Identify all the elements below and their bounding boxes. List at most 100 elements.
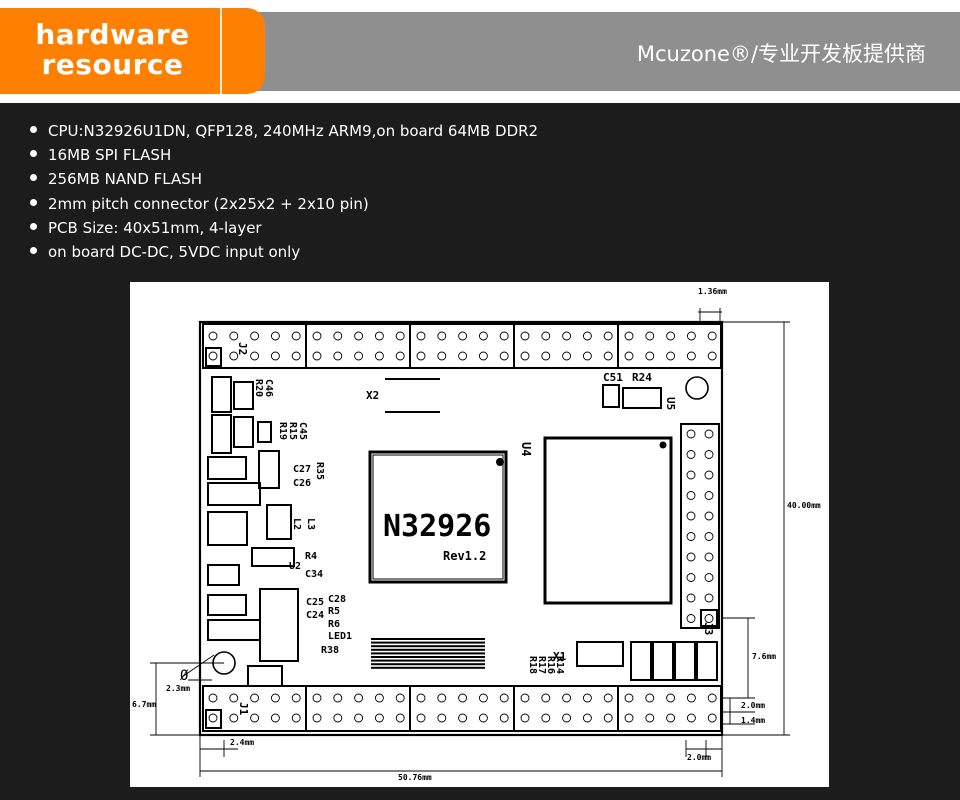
label-u5: U5: [664, 397, 677, 410]
header-pin: [291, 713, 301, 723]
mounting-hole-top: [685, 376, 709, 400]
dim-5076: 50.76mm: [398, 773, 432, 782]
nand-stripe: [371, 666, 485, 669]
header-pin: [686, 693, 696, 703]
resistor-array: [630, 641, 718, 681]
chip-pin1-dot: [496, 458, 504, 466]
header-pin: [645, 331, 655, 341]
spec-item: CPU:N32926U1DN, QFP128, 240MHz ARM9,on b…: [30, 119, 538, 143]
spec-item: 256MB NAND FLASH: [30, 167, 538, 191]
header-pin: [582, 713, 592, 723]
header-pin: [250, 693, 260, 703]
label-r17: R17: [536, 656, 547, 674]
header-pin: [208, 351, 218, 361]
label-led1: LED1: [328, 631, 352, 642]
bullet-icon: [30, 222, 37, 230]
dimension-labels: 1.36mm 40.00mm 7.6mm 2.0mm 1.4mm 2.0mm 2…: [132, 287, 821, 782]
label-r20: R20: [253, 379, 264, 397]
header-pin: [291, 331, 301, 341]
header-pin: [603, 713, 613, 723]
header-pin: [562, 713, 572, 723]
header-pin: [707, 713, 717, 723]
label-r16: R16: [545, 656, 556, 674]
dim-20b: 2.0mm: [687, 753, 711, 762]
j3-pin1-square: [700, 609, 718, 627]
label-r4: R4: [305, 551, 317, 562]
nand-stripe: [371, 648, 485, 651]
label-r24: R24: [632, 371, 652, 384]
c51-component: [602, 384, 620, 408]
spec-list: CPU:N32926U1DN, QFP128, 240MHz ARM9,on b…: [30, 119, 538, 264]
header-pin: [229, 693, 239, 703]
header-pin: [333, 351, 343, 361]
nand-stripe: [371, 641, 485, 644]
header-pin: [520, 713, 530, 723]
connector-pin-rows: [205, 324, 717, 731]
j3-pin: [704, 532, 714, 541]
dim-136: 1.36mm: [698, 287, 727, 296]
header-pin: [333, 693, 343, 703]
header-pin: [666, 351, 676, 361]
chip-name: N32926: [383, 509, 491, 544]
header-pin: [686, 351, 696, 361]
header-pin: [603, 693, 613, 703]
header-pin: [686, 331, 696, 341]
header-pin: [541, 331, 551, 341]
top-header-frame: [202, 323, 722, 369]
dim-14: 1.4mm: [741, 716, 765, 725]
j3-pin: [686, 429, 696, 439]
header-pin: [354, 331, 364, 341]
header-pin: [291, 693, 301, 703]
header-pin: [520, 351, 530, 361]
chip-ref-u4: U4: [519, 442, 533, 456]
label-j1: J1: [237, 702, 250, 716]
j3-pin: [686, 593, 696, 603]
label-j2: J2: [236, 342, 249, 355]
header-pin: [666, 693, 676, 703]
spec-item: 16MB SPI FLASH: [30, 143, 538, 167]
header-pin: [686, 713, 696, 723]
pcb-svg: N32926 Rev1.2 U4 X2 C51 R24 U5 X1: [132, 287, 821, 782]
header-pin: [208, 331, 218, 341]
j3-pin: [704, 450, 714, 459]
header-pin: [395, 713, 405, 723]
chip-inner-outline: [372, 454, 504, 580]
label-c25: C25: [306, 597, 324, 608]
label-c24: C24: [306, 610, 324, 621]
dim-76: 7.6mm: [752, 652, 776, 661]
dimension-lines: [150, 308, 790, 777]
j3-pin: [686, 470, 696, 480]
header-pin: [270, 331, 280, 341]
header-pin: [707, 351, 717, 361]
label-r38: R38: [321, 645, 339, 656]
section-title-line2: resource: [41, 48, 184, 81]
r24-component: [622, 387, 662, 409]
header-pin: [645, 351, 655, 361]
label-c45: C45: [297, 422, 308, 440]
dim-67: 6.7mm: [132, 700, 156, 709]
dim-23: 2.3mm: [166, 684, 190, 693]
header-pin: [270, 713, 280, 723]
chip-revision: Rev1.2: [443, 549, 486, 563]
label-r35: R35: [314, 462, 325, 480]
header-pin: [458, 351, 468, 361]
header-pin: [582, 351, 592, 361]
header-pin: [520, 331, 530, 341]
header-pin: [707, 693, 717, 703]
label-c46: C46: [263, 379, 274, 397]
j3-pin: [704, 429, 714, 439]
header-pin: [416, 713, 426, 723]
header-pin: [624, 693, 634, 703]
j3-pin: [704, 470, 714, 480]
header-pin: [437, 331, 447, 341]
header-pin: [312, 351, 322, 361]
nand-stripe: [371, 645, 485, 648]
header-pin: [624, 351, 634, 361]
label-c51: C51: [603, 371, 623, 384]
header-pin: [416, 331, 426, 341]
header-pin: [478, 351, 488, 361]
header-pin: [478, 693, 488, 703]
header-pin: [395, 351, 405, 361]
j3-pin: [686, 491, 696, 500]
j3-pin: [704, 593, 714, 603]
